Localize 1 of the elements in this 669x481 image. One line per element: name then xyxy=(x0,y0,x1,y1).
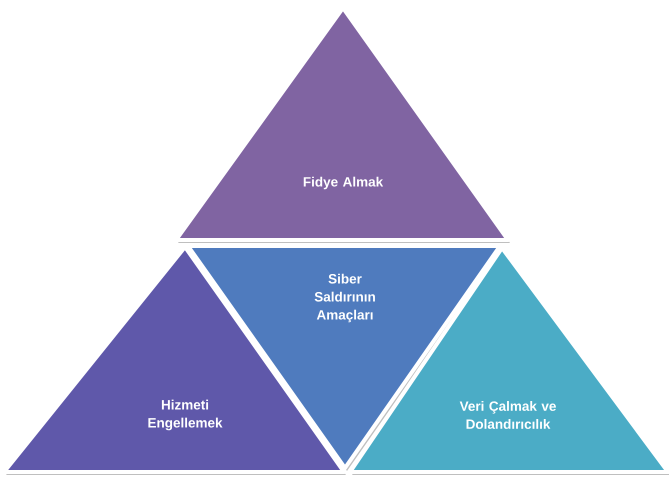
triangle: Fidye Almak xyxy=(174,6,510,243)
